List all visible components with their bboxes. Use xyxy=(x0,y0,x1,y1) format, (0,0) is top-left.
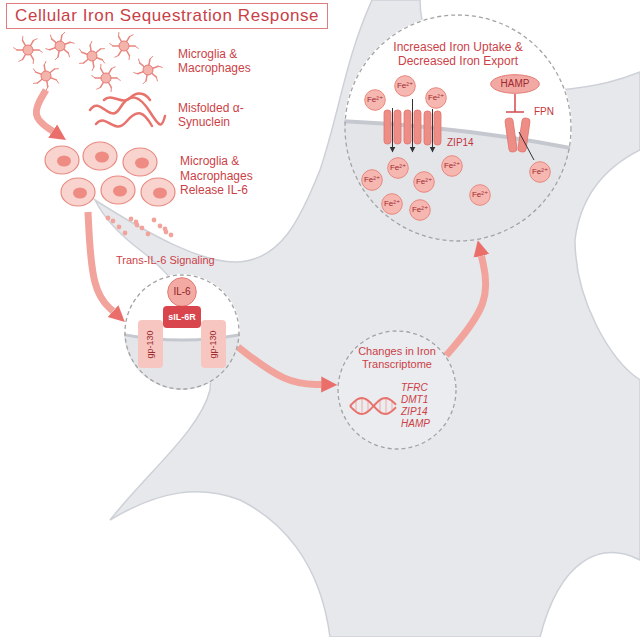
zoom-fill xyxy=(337,330,457,450)
molecule-label: HAMP xyxy=(501,78,530,90)
il6-particle xyxy=(140,226,145,231)
activated-cell xyxy=(101,176,135,204)
fpn-channel xyxy=(505,118,531,153)
molecule-oval: Fe²⁺ xyxy=(529,161,551,183)
cell-membrane xyxy=(340,121,576,149)
stage-label-text: Microglia & Macrophages Release IL-6 xyxy=(180,154,270,197)
molecule-label: Fe²⁺ xyxy=(412,205,428,215)
il6-particle xyxy=(146,232,151,237)
molecule-oval: Fe²⁺ xyxy=(413,171,435,193)
molecule-label: Fe²⁺ xyxy=(532,167,548,177)
stage-label-text: Microglia & Macrophages xyxy=(178,47,270,76)
flow-arrow xyxy=(446,256,486,356)
activated-cell xyxy=(61,178,95,206)
microglia-cell xyxy=(110,32,139,59)
molecule-oval: Fe²⁺ xyxy=(469,184,491,206)
flow-arrow xyxy=(88,212,113,311)
microglia-cell xyxy=(33,62,58,91)
molecule-label: Fe²⁺ xyxy=(367,95,383,105)
molecule-label: Fe²⁺ xyxy=(390,163,406,173)
stage-label: Microglia & Macrophages Release IL-6 xyxy=(38,140,270,212)
il6-particle xyxy=(117,225,122,230)
molecule-oval: Fe²⁺ xyxy=(387,157,409,179)
zoom-heading: Changes in Iron Transcriptome xyxy=(349,345,445,371)
receptor-box: gp-130 xyxy=(138,320,163,368)
receptor-box: sIL-6R xyxy=(163,306,201,328)
zoom-heading: Trans-IL-6 Signaling xyxy=(116,254,215,267)
gene-list: TFRC DMT1 ZIP14 HAMP xyxy=(401,382,435,430)
neuron-body xyxy=(95,0,640,637)
zoom-circle: Trans-IL-6 SignalingIL-6sIL-6Rgp-130gp-1… xyxy=(124,274,240,390)
molecule-oval: Fe²⁺ xyxy=(364,89,386,111)
il6-particle xyxy=(106,216,111,221)
zoom-circle: Changes in Iron TranscriptomeTFRC DMT1 Z… xyxy=(337,330,457,450)
molecule-label: Fe²⁺ xyxy=(397,81,413,91)
il6-particle xyxy=(163,227,168,232)
alpha-synuclein xyxy=(90,94,165,127)
stage-label: Misfolded α-Synuclein xyxy=(80,94,270,136)
molecule-oval: Fe²⁺ xyxy=(381,193,403,215)
stage-label-text: Misfolded α-Synuclein xyxy=(178,101,270,130)
iron-flow xyxy=(393,99,535,160)
molecule-label: Fe²⁺ xyxy=(364,175,380,185)
molecule-oval: Fe²⁺ xyxy=(409,199,431,221)
il6-particle xyxy=(111,219,116,224)
flow-arrow xyxy=(238,347,321,385)
microglia-cell xyxy=(79,42,104,71)
molecule-label: IL-6 xyxy=(173,286,190,298)
il6-particle xyxy=(123,231,128,236)
molecule-oval: Fe²⁺ xyxy=(361,169,383,191)
diagram-title: Cellular Iron Sequestration Response xyxy=(6,3,328,29)
molecule-oval: HAMP xyxy=(490,74,540,94)
molecule-label: Fe²⁺ xyxy=(384,199,400,209)
molecule-label: gp-130 xyxy=(145,330,156,358)
il6-particle xyxy=(169,233,174,238)
il6-particle xyxy=(152,218,157,223)
activated-cell xyxy=(141,178,175,206)
microglia-cell xyxy=(46,32,74,59)
protein-label: ZIP14 xyxy=(446,137,475,148)
il6-particle xyxy=(129,217,134,222)
activated-cell xyxy=(45,146,79,174)
inhibition-line xyxy=(506,94,524,112)
microglia-cell xyxy=(14,36,43,63)
zoom-heading: Increased Iron Uptake & Decreased Iron E… xyxy=(383,40,533,69)
molecule-oval: Fe²⁺ xyxy=(441,155,463,177)
molecule-label: Fe²⁺ xyxy=(472,190,488,200)
flow-arrow xyxy=(36,90,52,131)
molecule-label: gp-130 xyxy=(208,330,219,358)
molecule-oval: Fe²⁺ xyxy=(394,75,416,97)
protein-label: FPN xyxy=(533,106,555,117)
molecule-label: Fe²⁺ xyxy=(444,161,460,171)
stage-label: Microglia & Macrophages xyxy=(8,32,270,90)
il6-particle xyxy=(158,224,163,229)
activated-cell xyxy=(123,148,157,176)
dna-helix xyxy=(350,398,396,414)
microglia-cell xyxy=(134,56,162,83)
molecule-label: sIL-6R xyxy=(168,312,196,323)
molecule-oval: IL-6 xyxy=(167,277,197,307)
microglia-cell xyxy=(92,64,121,91)
il6-particle xyxy=(134,220,139,225)
molecule-label: Fe²⁺ xyxy=(428,93,444,103)
cell-interior xyxy=(340,121,576,246)
molecule-label: Fe²⁺ xyxy=(416,177,432,187)
receptor-box: gp-130 xyxy=(201,320,226,368)
zoom-circle: Increased Iron Uptake & Decreased Iron E… xyxy=(344,14,572,242)
activated-cell xyxy=(83,142,117,170)
molecule-oval: Fe²⁺ xyxy=(425,87,447,109)
